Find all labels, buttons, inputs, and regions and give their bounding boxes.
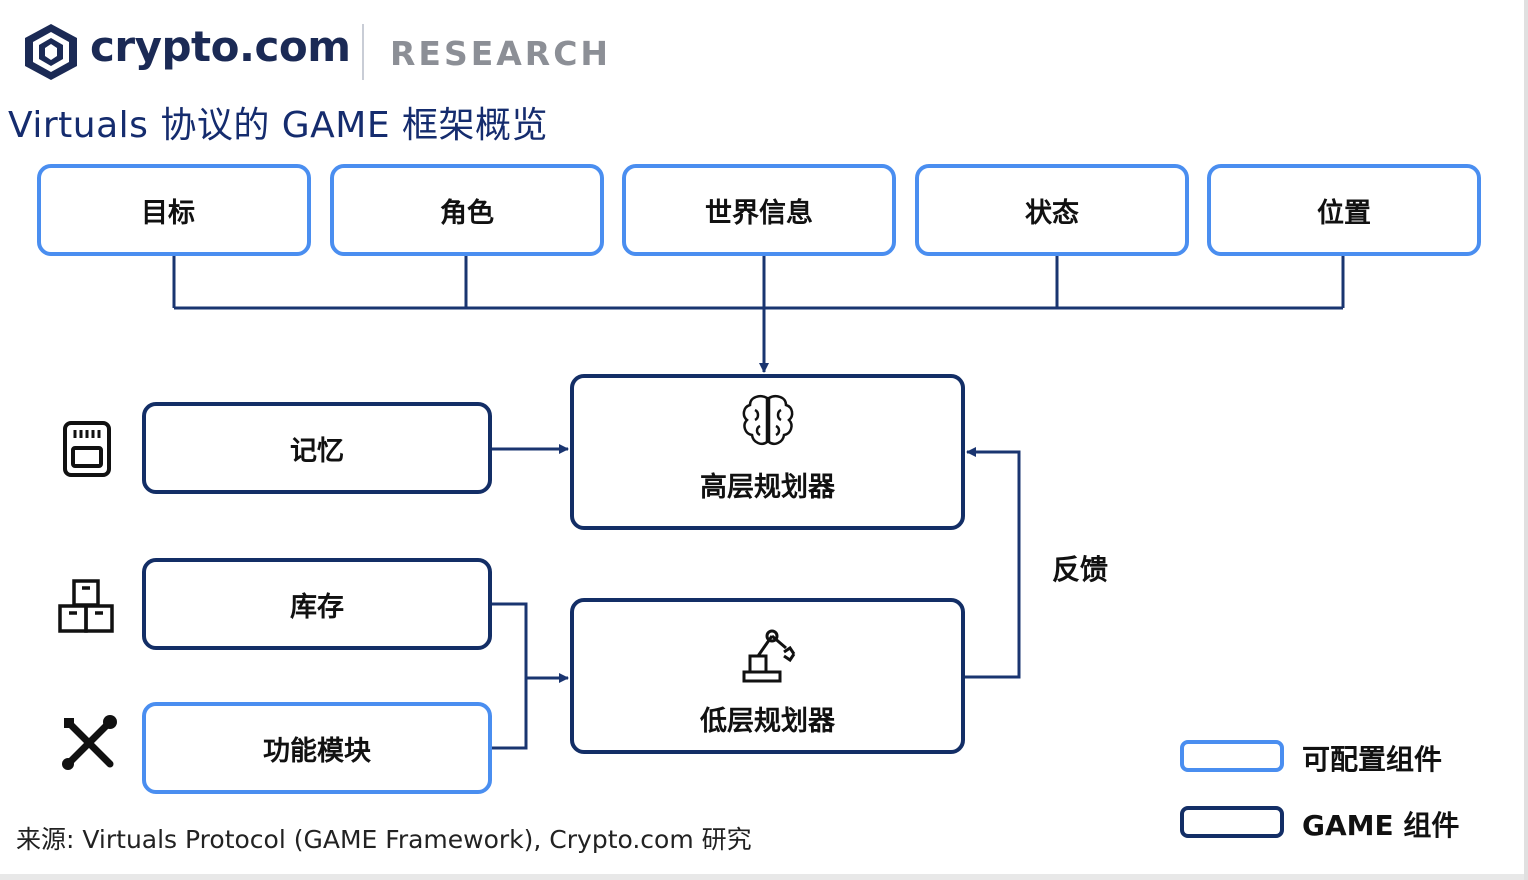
input-label-position: 位置: [1317, 197, 1371, 229]
component-box-inventory: 库存: [142, 558, 492, 650]
brain-icon: [738, 392, 798, 457]
low-level-planner-box: 低层规划器: [570, 598, 965, 754]
low-level-planner-label: 低层规划器: [700, 706, 835, 737]
input-label-world-info: 世界信息: [705, 197, 813, 229]
research-label: RESEARCH: [390, 34, 612, 73]
tools-icon: [60, 714, 118, 776]
robot-arm-icon: [738, 626, 798, 691]
high-level-planner-box: 高层规划器: [570, 374, 965, 530]
input-label-role: 角色: [440, 197, 494, 229]
input-box-role: 角色: [330, 164, 604, 256]
high-level-planner-label: 高层规划器: [700, 472, 835, 503]
legend-swatch-game: [1180, 806, 1284, 838]
legend-swatch-configurable: [1180, 740, 1284, 772]
source-caption: 来源: Virtuals Protocol (GAME Framework), …: [16, 825, 752, 854]
feedback-label: 反馈: [1052, 553, 1109, 586]
page-title: Virtuals 协议的 GAME 框架概览: [8, 105, 549, 146]
input-box-position: 位置: [1207, 164, 1481, 256]
component-label-function-module: 功能模块: [263, 735, 371, 767]
input-label-target: 目标: [141, 197, 195, 229]
input-label-state: 状态: [1025, 197, 1079, 229]
input-box-world-info: 世界信息: [622, 164, 896, 256]
crypto-com-logo-icon: [22, 22, 80, 82]
component-box-memory: 记忆: [142, 402, 492, 494]
bottom-edge: [0, 874, 1528, 880]
header-divider: [362, 24, 364, 80]
boxes-icon: [58, 578, 114, 638]
right-edge: [1524, 0, 1528, 880]
component-label-inventory: 库存: [290, 591, 344, 623]
input-box-target: 目标: [37, 164, 311, 256]
legend-label-game: GAME 组件: [1302, 809, 1460, 842]
logo-wordmark: crypto.com: [90, 22, 351, 71]
memory-card-icon: [62, 420, 112, 482]
component-box-function-module: 功能模块: [142, 702, 492, 794]
component-label-memory: 记忆: [290, 435, 344, 467]
input-box-state: 状态: [915, 164, 1189, 256]
legend-label-configurable: 可配置组件: [1302, 743, 1443, 776]
